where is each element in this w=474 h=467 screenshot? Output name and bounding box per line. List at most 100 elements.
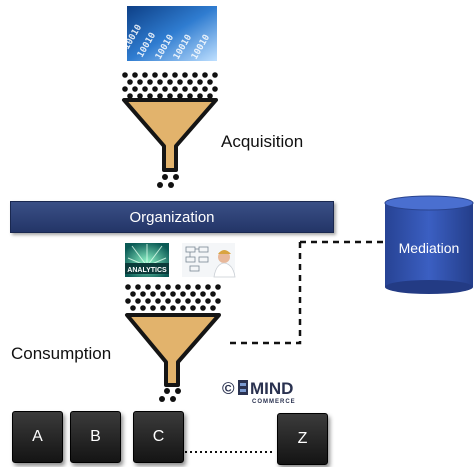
- data-particle: [175, 298, 181, 304]
- data-particle: [147, 79, 153, 85]
- data-particle: [187, 93, 193, 99]
- output-key-a: A: [12, 411, 63, 463]
- data-particle: [125, 298, 131, 304]
- data-particle: [137, 93, 143, 99]
- data-particle: [160, 305, 166, 311]
- data-particle: [192, 86, 198, 92]
- data-particle: [195, 284, 201, 290]
- data-particle: [152, 72, 158, 78]
- consumption-label: Consumption: [11, 344, 112, 363]
- output-key-c: C: [133, 411, 184, 463]
- data-particle: [127, 93, 133, 99]
- data-particle: [195, 298, 201, 304]
- data-particle: [172, 86, 178, 92]
- data-particle: [160, 291, 166, 297]
- data-particle: [177, 93, 183, 99]
- data-particle: [210, 291, 216, 297]
- logo-subtitle: COMMERCE: [252, 399, 296, 405]
- data-particle: [152, 86, 158, 92]
- analytics-image: ANALYTICS: [125, 243, 169, 277]
- data-particle: [180, 305, 186, 311]
- data-particles-top: [122, 72, 218, 99]
- data-particle: [207, 79, 213, 85]
- copyright-symbol: ©: [222, 379, 235, 398]
- data-particle: [202, 72, 208, 78]
- output-key-z: Z: [277, 413, 328, 465]
- data-particle: [132, 86, 138, 92]
- data-particle: [205, 284, 211, 290]
- data-particle: [167, 79, 173, 85]
- output-key-b: B: [70, 411, 121, 463]
- organization-bar: Organization: [10, 201, 334, 233]
- data-particle: [132, 72, 138, 78]
- logo-name: MIND: [250, 379, 293, 398]
- data-particle: [210, 305, 216, 311]
- data-particle: [215, 298, 221, 304]
- data-particle: [155, 284, 161, 290]
- data-particle: [125, 284, 131, 290]
- output-key-label: A: [32, 428, 43, 445]
- data-particle: [170, 291, 176, 297]
- data-particle: [185, 284, 191, 290]
- data-particle: [192, 72, 198, 78]
- output-key-label: B: [90, 428, 101, 445]
- mind-commerce-logo: © MIND COMMERCE: [222, 379, 296, 405]
- data-particle: [142, 86, 148, 92]
- data-particle: [207, 93, 213, 99]
- data-particle: [200, 291, 206, 297]
- acquisition-label: Acquisition: [221, 132, 304, 151]
- data-particle: [142, 72, 148, 78]
- acquisition-funnel: [122, 98, 218, 172]
- data-particle: [182, 86, 188, 92]
- data-particle: [187, 79, 193, 85]
- data-particles-out-top: [157, 174, 179, 188]
- data-particle: [200, 305, 206, 311]
- data-particle: [150, 305, 156, 311]
- data-particle: [172, 72, 178, 78]
- data-particle: [157, 79, 163, 85]
- data-particle: [180, 291, 186, 297]
- binary-data-image: 10010 10010 10010 10010 10010: [122, 6, 217, 62]
- data-particle: [182, 72, 188, 78]
- organization-label: Organization: [129, 208, 215, 226]
- data-particle: [170, 305, 176, 311]
- data-particle: [212, 86, 218, 92]
- data-particle: [140, 291, 146, 297]
- data-particle: [175, 284, 181, 290]
- data-particle: [190, 305, 196, 311]
- data-particle: [177, 79, 183, 85]
- mediation-cylinder: [384, 195, 474, 294]
- mediation-connector: [225, 240, 385, 345]
- data-particle: [122, 86, 128, 92]
- data-particle: [162, 72, 168, 78]
- data-particle: [155, 298, 161, 304]
- data-particle: [122, 72, 128, 78]
- data-particle: [162, 86, 168, 92]
- data-particles-bottom: [125, 284, 221, 311]
- mediation-label: Mediation: [398, 240, 460, 256]
- data-particle: [145, 298, 151, 304]
- data-particle: [145, 284, 151, 290]
- output-key-label: Z: [297, 430, 308, 447]
- data-particle: [137, 79, 143, 85]
- data-particle: [165, 298, 171, 304]
- data-particles-out-bottom: [159, 388, 181, 402]
- data-particle: [147, 93, 153, 99]
- data-particle: [197, 79, 203, 85]
- data-particle: [202, 86, 208, 92]
- data-particle: [185, 298, 191, 304]
- data-particle: [167, 93, 173, 99]
- data-particle: [215, 284, 221, 290]
- output-key-label: C: [152, 428, 165, 445]
- data-particle: [212, 72, 218, 78]
- business-analyst-image: [182, 243, 236, 278]
- data-particle: [205, 298, 211, 304]
- data-particle: [130, 305, 136, 311]
- data-particle: [127, 79, 133, 85]
- data-particle: [157, 93, 163, 99]
- data-particle: [135, 298, 141, 304]
- data-particle: [190, 291, 196, 297]
- data-particle: [130, 291, 136, 297]
- consumption-funnel: [125, 313, 221, 387]
